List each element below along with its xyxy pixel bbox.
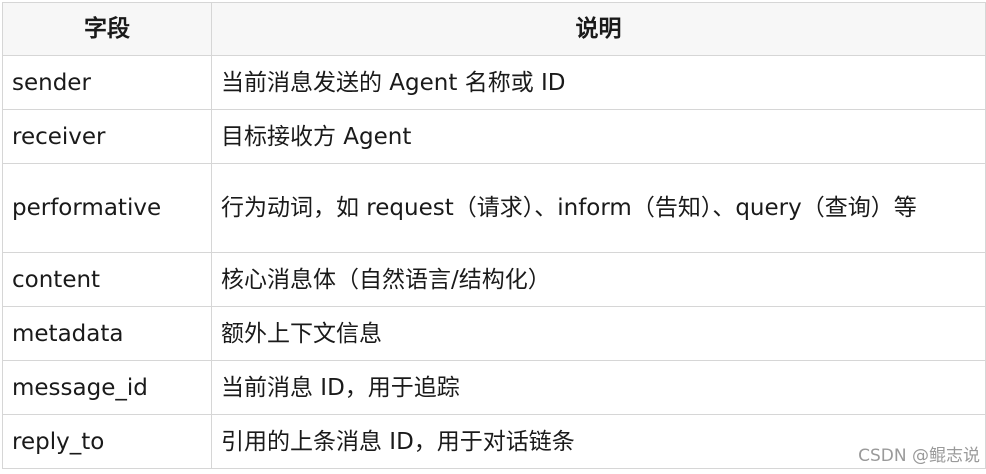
watermark: CSDN @鲲志说 [858,446,980,466]
field-description: 核心消息体（自然语言/结构化） [211,252,986,307]
table-row: performative 行为动词，如 request（请求）、inform（告… [2,163,986,253]
field-name: reply_to [2,414,212,469]
field-description: 目标接收方 Agent [211,109,986,164]
table-row: message_id 当前消息 ID，用于追踪 [2,360,986,415]
table-row: metadata 额外上下文信息 [2,306,986,361]
table-row: receiver 目标接收方 Agent [2,109,986,164]
table-row: content 核心消息体（自然语言/结构化） [2,252,986,307]
field-name: performative [2,163,212,253]
field-description: 额外上下文信息 [211,306,986,361]
field-name: receiver [2,109,212,164]
field-description: 行为动词，如 request（请求）、inform（告知）、query（查询）等 [211,163,986,253]
header-field: 字段 [2,2,212,56]
table-row: reply_to 引用的上条消息 ID，用于对话链条 [2,414,986,469]
table-row: sender 当前消息发送的 Agent 名称或 ID [2,55,986,110]
field-name: metadata [2,306,212,361]
header-description: 说明 [211,2,986,56]
field-name: sender [2,55,212,110]
field-description: 引用的上条消息 ID，用于对话链条 [211,414,986,469]
table-header-row: 字段 说明 [2,2,986,56]
field-description: 当前消息发送的 Agent 名称或 ID [211,55,986,110]
field-name: content [2,252,212,307]
field-name: message_id [2,360,212,415]
field-description: 当前消息 ID，用于追踪 [211,360,986,415]
